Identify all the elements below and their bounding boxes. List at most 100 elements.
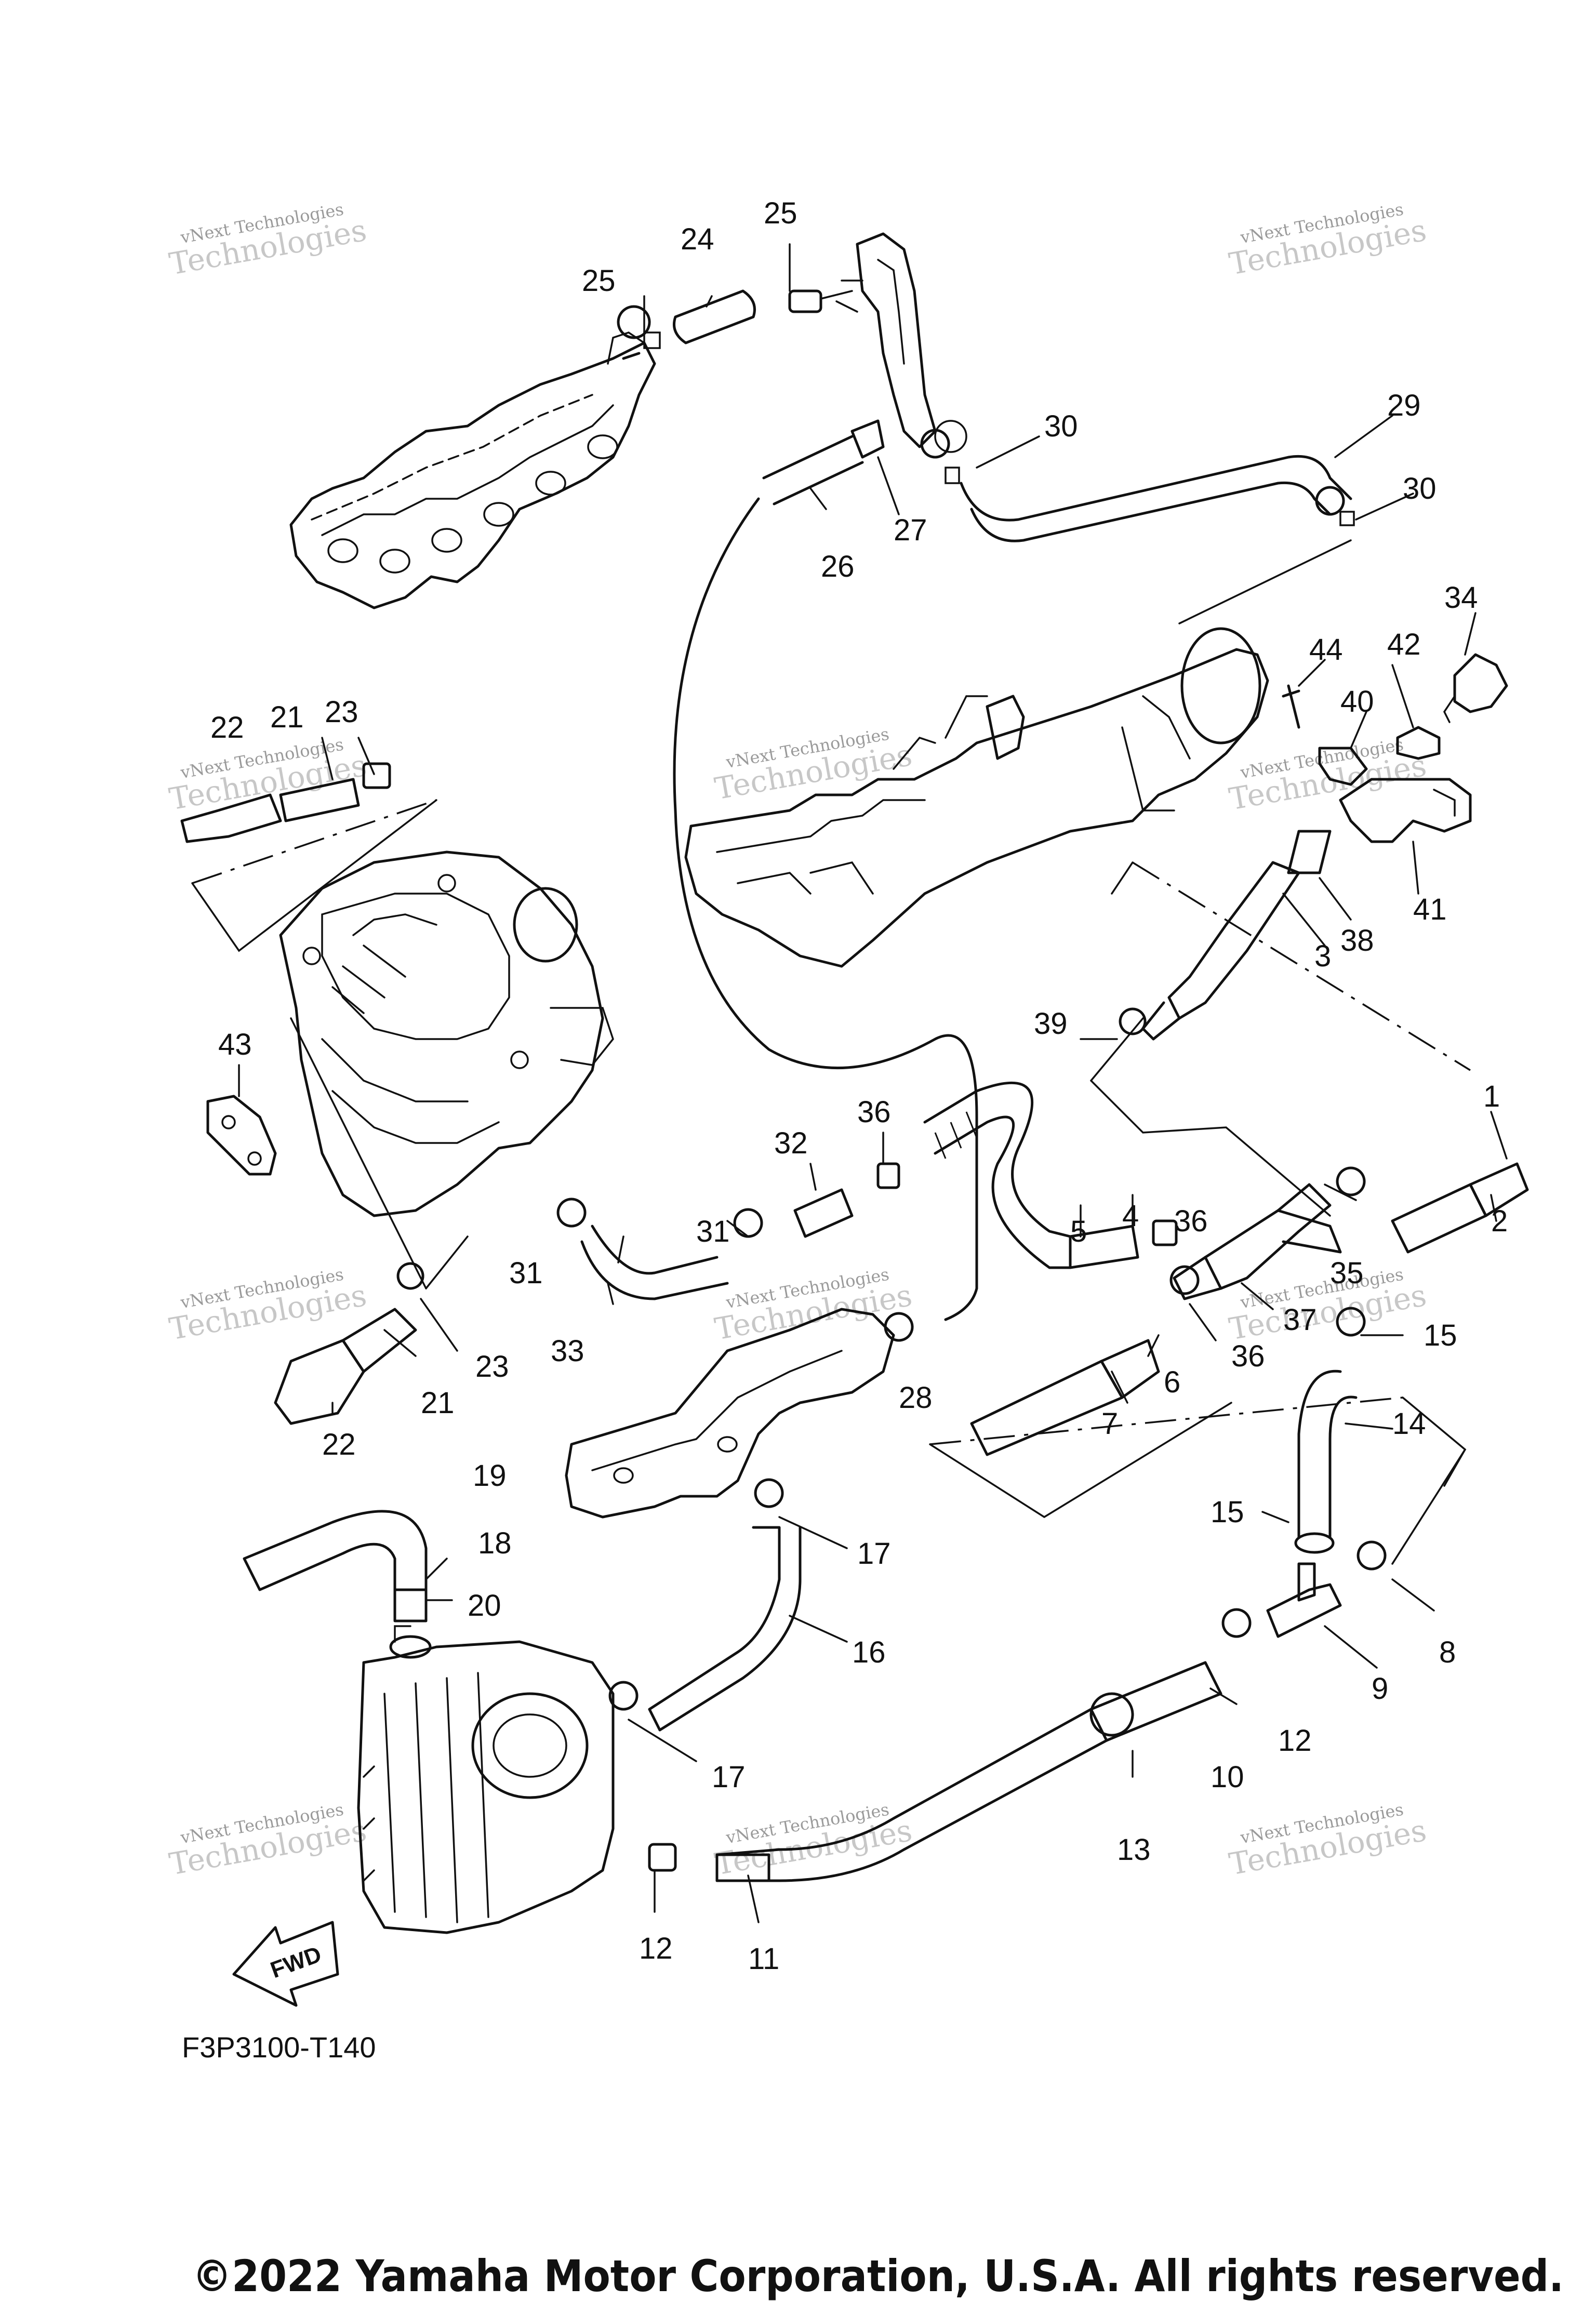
- callout-6: 6: [1164, 1365, 1180, 1399]
- part-18-19-elbow-hose: [243, 1510, 428, 1623]
- reference-lines: [191, 539, 1471, 1565]
- part-25-clamp-left: [617, 305, 661, 360]
- fwd-label: FWD: [267, 1941, 325, 1983]
- callout-23-upper: 23: [325, 695, 358, 729]
- callout-34: 34: [1444, 581, 1478, 615]
- part-42-nut: [1396, 726, 1441, 760]
- part-8-clamp: [1356, 1540, 1387, 1571]
- callout-22-upper: 22: [210, 711, 244, 744]
- part-44-pin: [1282, 684, 1300, 729]
- part-29-hose: [960, 455, 1352, 542]
- part-1-hose-end: [1469, 1162, 1529, 1217]
- callout-labels: 1 2 3 4 5 6 7 8 9 10 11 12 12 13 14 15 1…: [210, 196, 1508, 1976]
- callout-38: 38: [1340, 924, 1374, 957]
- supercharger-housing: [279, 850, 614, 1217]
- callout-20: 20: [468, 1589, 501, 1623]
- part-26-hose: [762, 435, 864, 506]
- part-20-clamp: [389, 1625, 432, 1659]
- part-14-hose: [1297, 1369, 1358, 1539]
- part-11-long-hose: [715, 1708, 1108, 1882]
- callout-41: 41: [1413, 893, 1447, 926]
- callout-21-upper: 21: [270, 700, 304, 734]
- callout-24: 24: [681, 222, 714, 256]
- part-12-clamp-left: [648, 1843, 677, 1872]
- callout-33: 33: [551, 1334, 584, 1368]
- callout-31-left: 31: [509, 1256, 543, 1290]
- callout-17-lower: 17: [712, 1760, 746, 1794]
- callout-29: 29: [1387, 389, 1421, 422]
- part-15-clamp-lower: [1294, 1532, 1335, 1554]
- callout-25-left: 25: [582, 264, 616, 298]
- watermark: vNext Technologies Technologies: [1227, 200, 1429, 282]
- watermark: vNext Technologies Technologies: [167, 1800, 369, 1882]
- callout-25-right: 25: [764, 196, 797, 230]
- callout-8: 8: [1439, 1635, 1456, 1669]
- callout-13: 13: [1117, 1833, 1151, 1867]
- part-9-tee: [1266, 1562, 1342, 1638]
- part-4-connector: [1069, 1225, 1139, 1269]
- part-16-hose: [648, 1526, 802, 1732]
- part-17-clamp-upper: [754, 1478, 784, 1508]
- part-36-clamp-mid: [1152, 1219, 1178, 1246]
- callout-32: 32: [774, 1126, 808, 1160]
- part-3-corrugated-hose: [1141, 861, 1300, 1041]
- part-25-clamp-right: [788, 289, 853, 313]
- part-43-clip: [206, 1095, 277, 1176]
- part-22-corrugated-hose: [180, 793, 282, 843]
- part-39-clamp: [1119, 1007, 1147, 1035]
- callout-1: 1: [1483, 1080, 1500, 1113]
- exhaust-pipe-body: [565, 1308, 895, 1519]
- callout-37: 37: [1283, 1303, 1317, 1337]
- callout-15-lower: 15: [1211, 1495, 1244, 1529]
- callout-12-right: 12: [1278, 1724, 1312, 1758]
- watermark: vNext Technologies Technologies: [712, 724, 915, 807]
- part-30-clamp-upper: [920, 429, 960, 484]
- callout-36-mid: 36: [1174, 1204, 1208, 1238]
- callout-36-lower: 36: [1231, 1339, 1265, 1373]
- callout-2: 2: [1491, 1204, 1508, 1238]
- hose-routing-line: [673, 497, 978, 1321]
- callout-18: 18: [478, 1526, 512, 1560]
- callout-28: 28: [899, 1381, 933, 1415]
- callout-17-upper: 17: [857, 1537, 891, 1571]
- throttle-body: [357, 1640, 615, 1934]
- leader-lines: [238, 243, 1508, 1923]
- part-31-clamp-left: [556, 1198, 587, 1228]
- callout-43: 43: [218, 1028, 252, 1061]
- part-2-corrugated-hose: [1391, 1183, 1487, 1254]
- callout-39: 39: [1034, 1007, 1068, 1041]
- part-7-corrugated-hose: [970, 1360, 1124, 1456]
- part-6-hose-end: [1100, 1339, 1160, 1399]
- fwd-arrow-icon: FWD: [232, 1921, 339, 2007]
- part-15-clamp-upper: [1336, 1307, 1366, 1337]
- upper-bracket: [835, 232, 967, 453]
- callout-11: 11: [748, 1942, 779, 1976]
- callout-42: 42: [1387, 628, 1421, 661]
- part-36-clamp-lower: [1169, 1265, 1200, 1295]
- callout-9: 9: [1372, 1672, 1388, 1706]
- part-28-clamp: [884, 1312, 914, 1342]
- callout-14: 14: [1392, 1407, 1426, 1441]
- callout-12-left: 12: [639, 1932, 673, 1965]
- callout-31-right: 31: [696, 1215, 730, 1248]
- part-32-connector: [793, 1188, 854, 1238]
- callout-40: 40: [1340, 685, 1374, 719]
- part-21-hose: [279, 778, 360, 822]
- watermark: vNext Technologies Technologies: [1227, 1265, 1429, 1347]
- part-23-clamp-upper: [362, 762, 391, 789]
- callout-15-upper: 15: [1424, 1319, 1457, 1352]
- part-21-hose-lower: [341, 1308, 417, 1373]
- watermark: vNext Technologies Technologies: [167, 735, 369, 817]
- part-5-corrugated-hose: [923, 1081, 1072, 1269]
- part-23-clamp-lower: [396, 1262, 424, 1290]
- callout-10: 10: [1211, 1760, 1244, 1794]
- part-34-sensor: [1443, 653, 1508, 723]
- callout-22-lower: 22: [322, 1428, 356, 1461]
- copyright-notice: ©2022 Yamaha Motor Corporation, U.S.A. A…: [192, 2251, 1564, 2302]
- part-36-clamp-top: [876, 1162, 900, 1189]
- callout-19: 19: [473, 1459, 507, 1493]
- callout-16: 16: [852, 1635, 886, 1669]
- callout-21-lower: 21: [421, 1386, 455, 1420]
- part-30-clamp-lower: [1315, 486, 1355, 526]
